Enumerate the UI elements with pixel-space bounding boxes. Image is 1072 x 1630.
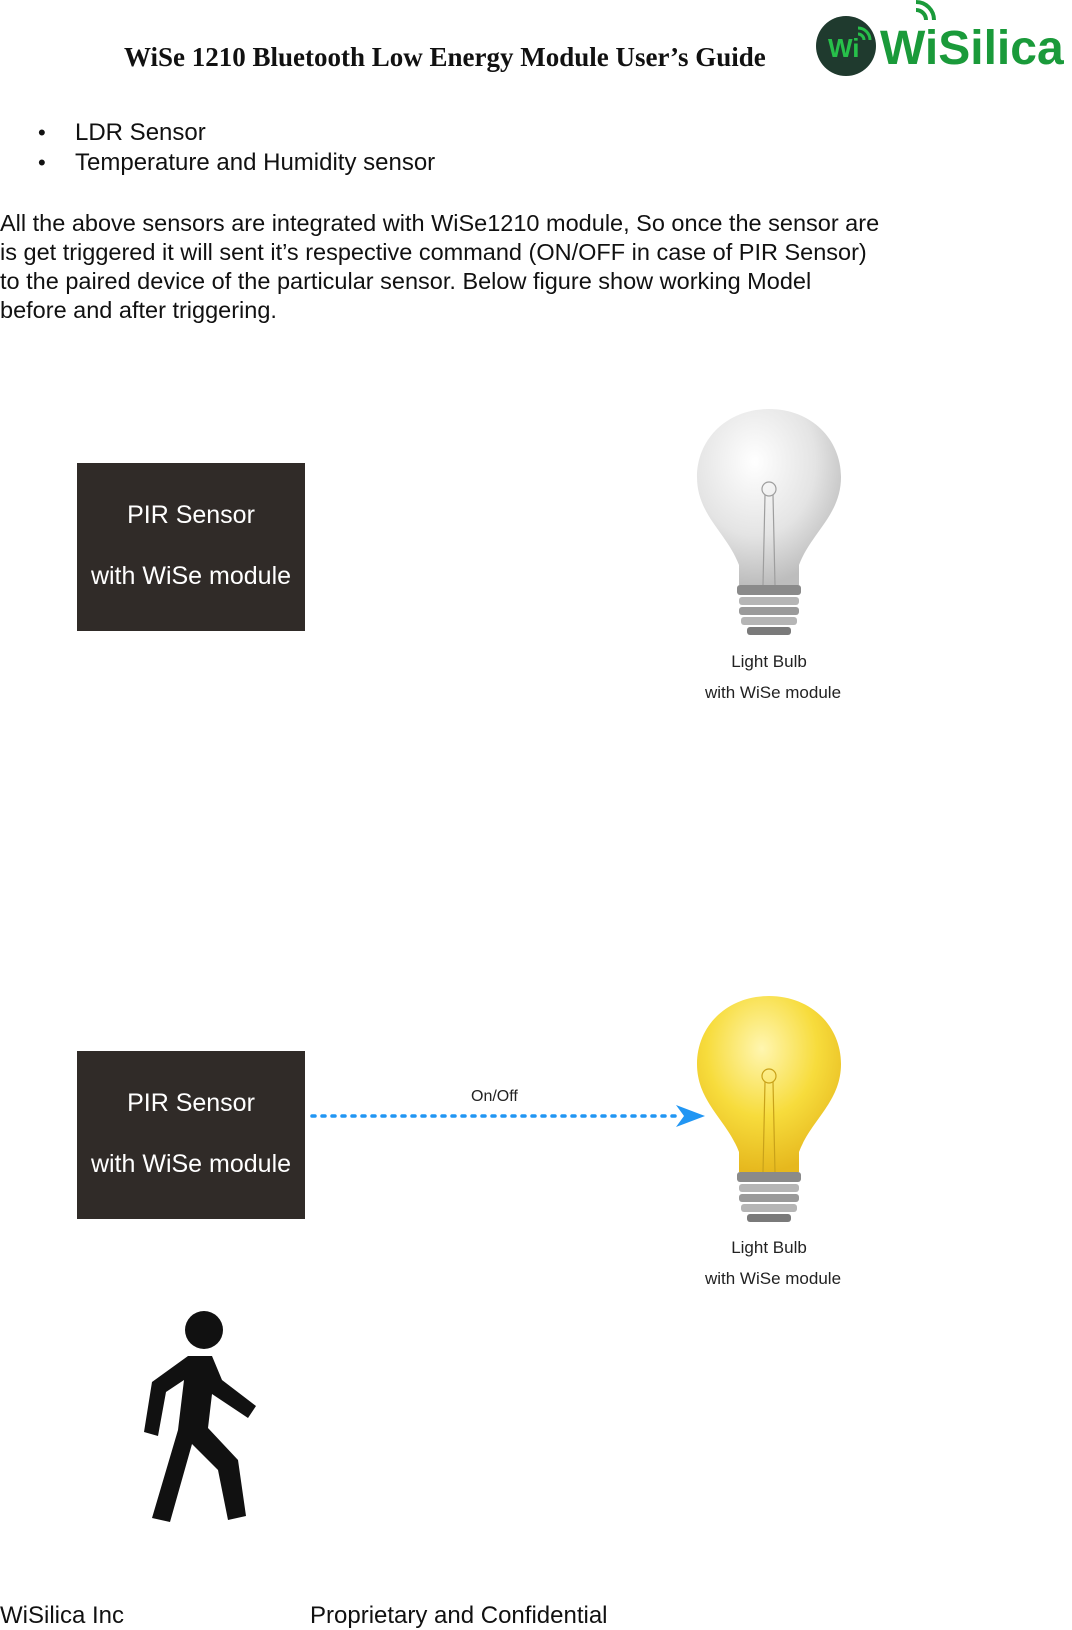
- paragraph-line: to the paired device of the particular s…: [0, 268, 812, 294]
- arrow-label: On/Off: [471, 1088, 518, 1105]
- logo-wordmark: WiSilica: [880, 22, 1064, 75]
- light-bulb-on-icon: [697, 996, 841, 1222]
- list-item: • LDR Sensor: [34, 118, 435, 148]
- document-header-title: WiSe 1210 Bluetooth Low Energy Module Us…: [124, 42, 766, 72]
- logo-badge-text: Wi: [828, 33, 860, 63]
- wisilica-logo: Wi WiSilica: [816, 0, 1064, 76]
- sensor-sublabel: with WiSe module: [90, 562, 292, 590]
- bullet-icon: •: [38, 120, 46, 145]
- light-bulb-off-icon: [697, 409, 841, 635]
- bulb-sublabel: with WiSe module: [704, 1269, 842, 1288]
- bullet-text: LDR Sensor: [75, 119, 206, 146]
- bulb-label: Light Bulb: [731, 1238, 807, 1257]
- bulb-label: Light Bulb: [731, 652, 807, 671]
- sensor-label: PIR Sensor: [127, 1089, 255, 1117]
- footer-notice: Proprietary and Confidential: [310, 1602, 608, 1629]
- on-off-arrow-icon: [310, 1105, 705, 1127]
- bullet-icon: •: [38, 150, 46, 175]
- paragraph-line: before and after triggering.: [0, 297, 277, 323]
- walking-person-icon: [144, 1311, 256, 1522]
- bulb-sublabel: with WiSe module: [704, 683, 842, 702]
- list-item: • Temperature and Humidity sensor: [34, 148, 435, 178]
- bullet-text: Temperature and Humidity sensor: [75, 149, 436, 176]
- pir-sensor-box-after: PIR Sensor with WiSe module: [77, 1051, 305, 1219]
- sensor-bullet-list: • LDR Sensor • Temperature and Humidity se…: [34, 118, 435, 178]
- sensor-label: PIR Sensor: [127, 501, 255, 529]
- paragraph-line: All the above sensors are integrated wit…: [0, 210, 880, 236]
- footer-company: WiSilica Inc: [0, 1602, 125, 1629]
- body-paragraph: All the above sensors are integrated wit…: [0, 209, 960, 325]
- sensor-sublabel: with WiSe module: [90, 1150, 292, 1178]
- pir-sensor-box-before: PIR Sensor with WiSe module: [77, 463, 305, 631]
- paragraph-line: is get triggered it will sent it’s respe…: [0, 239, 867, 265]
